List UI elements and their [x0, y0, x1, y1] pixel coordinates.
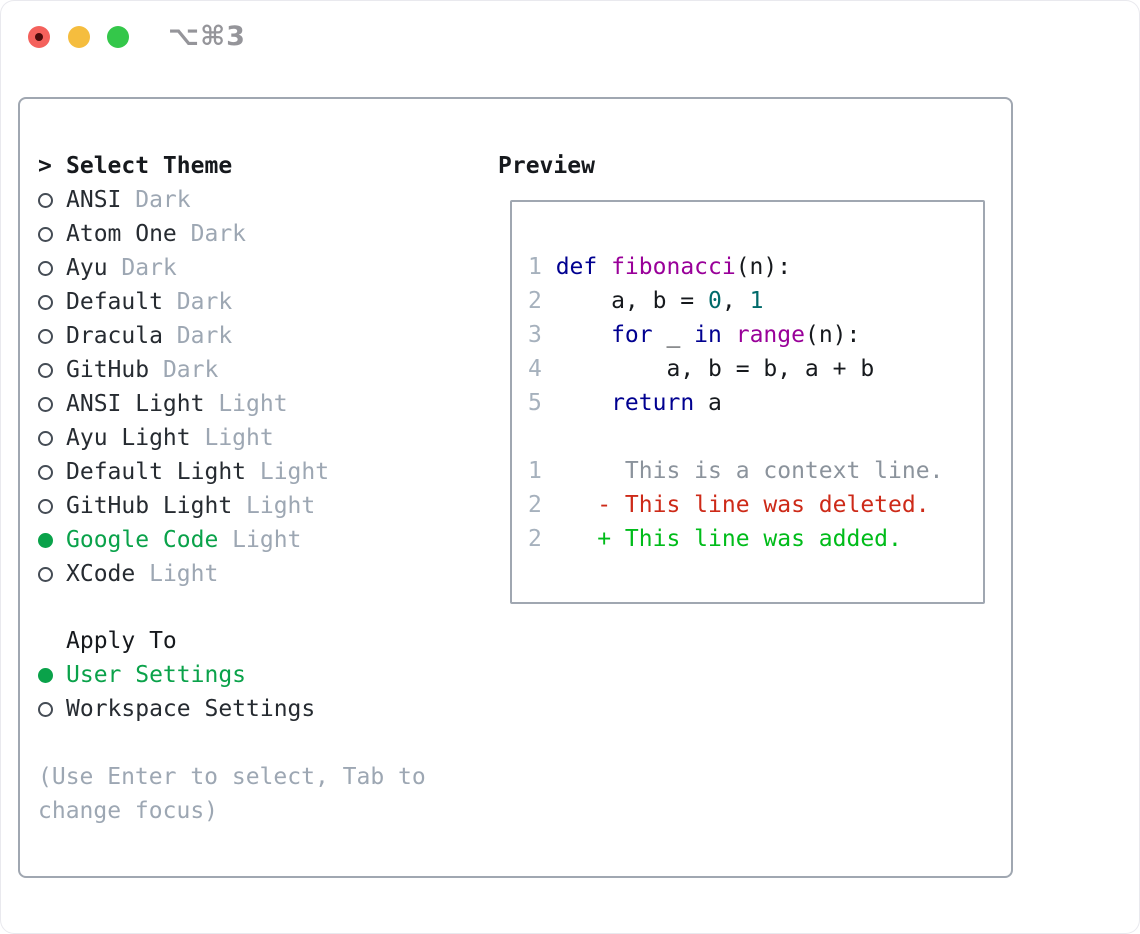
line-content: def fibonacci(n): [555, 254, 792, 280]
line-content: a, b = 0, 1 [555, 288, 764, 314]
theme-variant-label: Light [149, 561, 219, 587]
line-number: 1 [528, 254, 542, 280]
line-number: 4 [528, 356, 542, 382]
line-content: a, b = b, a + b [555, 356, 875, 382]
line-number: 2 [528, 288, 542, 314]
line-content: - This line was deleted. [555, 492, 930, 518]
window-title: ⌥⌘3 [168, 21, 246, 52]
radio-icon [38, 192, 66, 208]
radio-icon [38, 328, 66, 344]
radio-icon [38, 396, 66, 412]
theme-variant-label: Dark [162, 357, 219, 383]
radio-icon [38, 260, 66, 276]
theme-variant-label: Light [246, 493, 316, 519]
option-label: Default [66, 289, 163, 315]
line-number: 2 [528, 492, 542, 518]
line-content: return a [611, 390, 722, 416]
theme-option-ansi-light[interactable]: ANSI Light Light [38, 387, 488, 421]
theme-variant-label: Dark [176, 323, 233, 349]
line-number: 3 [528, 322, 542, 348]
theme-option-github[interactable]: GitHub Dark [38, 353, 488, 387]
apply-option-workspace-settings[interactable]: Workspace Settings [38, 692, 488, 726]
option-label: Atom One [66, 221, 177, 247]
option-label: GitHub [66, 357, 150, 383]
radio-icon [38, 566, 66, 582]
radio-icon [38, 464, 66, 480]
line-number: 2 [528, 526, 542, 552]
theme-variant-label: Dark [135, 187, 191, 213]
preview-title: Preview [498, 153, 595, 179]
radio-icon [38, 294, 66, 310]
selected-radio-icon [38, 532, 66, 548]
option-label: Workspace Settings [66, 696, 316, 722]
line-content: + This line was added. [555, 526, 902, 552]
code-line: 4 a, b = b, a + b [528, 352, 983, 386]
theme-option-ayu-light[interactable]: Ayu Light Light [38, 421, 488, 455]
radio-icon [38, 701, 66, 717]
option-label: ANSI [66, 187, 122, 213]
option-label: ANSI Light [66, 391, 205, 417]
option-label: Ayu Light [66, 425, 191, 451]
option-label: User Settings [66, 662, 247, 688]
line-content: for _ in range(n): [611, 322, 861, 348]
theme-option-atom-one[interactable]: Atom One Dark [38, 217, 488, 251]
theme-option-xcode[interactable]: XCode Light [38, 557, 488, 591]
section-gap [38, 591, 488, 624]
titlebar: ⌥⌘3 [0, 0, 1140, 72]
minimize-button[interactable] [68, 26, 90, 48]
theme-option-default[interactable]: Default Dark [38, 285, 488, 319]
focus-prompt-icon: > [38, 153, 52, 179]
code-line: 1 def fibonacci(n): [528, 250, 983, 284]
theme-variant-label: Dark [176, 289, 233, 315]
line-number [528, 420, 556, 454]
blank-line [528, 420, 983, 454]
keyboard-hint: (Use Enter to select, Tab to change focu… [38, 764, 426, 824]
line-content: This is a context line. [555, 458, 944, 484]
option-label: Dracula [66, 323, 163, 349]
theme-option-ayu[interactable]: Ayu Dark [38, 251, 488, 285]
diff-added-line: 2 + This line was added. [528, 522, 983, 556]
option-label: Google Code [66, 527, 219, 553]
theme-option-dracula[interactable]: Dracula Dark [38, 319, 488, 353]
radio-icon [38, 430, 66, 446]
line-number: 1 [528, 458, 542, 484]
option-label: Default Light [66, 459, 247, 485]
theme-option-github-light[interactable]: GitHub Light Light [38, 489, 488, 523]
close-button[interactable] [28, 26, 50, 48]
code-line: 2 a, b = 0, 1 [528, 284, 983, 318]
radio-icon [38, 226, 66, 242]
theme-option-default-light[interactable]: Default Light Light [38, 455, 488, 489]
zoom-button[interactable] [107, 26, 129, 48]
apply-option-user-settings[interactable]: User Settings [38, 658, 488, 692]
line-number: 5 [528, 390, 542, 416]
code-line: 3 for _ in range(n): [528, 318, 983, 352]
theme-variant-label: Light [232, 527, 302, 553]
select-theme-header: > Select Theme [38, 149, 488, 183]
theme-variant-label: Dark [190, 221, 247, 247]
theme-variant-label: Light [218, 391, 288, 417]
apply-to-title: Apply To [66, 628, 177, 654]
select-theme-title: Select Theme [66, 153, 233, 179]
diff-deleted-line: 2 - This line was deleted. [528, 488, 983, 522]
radio-icon [38, 362, 66, 378]
selected-radio-icon [38, 667, 66, 683]
theme-variant-label: Dark [121, 255, 177, 281]
diff-context-line: 1 This is a context line. [528, 454, 983, 488]
theme-option-ansi[interactable]: ANSI Dark [38, 183, 488, 217]
option-label: GitHub Light [66, 493, 233, 519]
theme-variant-label: Light [204, 425, 274, 451]
option-label: Ayu [66, 255, 108, 281]
theme-variant-label: Light [259, 459, 330, 485]
apply-to-header: Apply To [38, 624, 488, 658]
theme-option-google-code[interactable]: Google Code Light [38, 523, 488, 557]
radio-icon [38, 498, 66, 514]
option-label: XCode [66, 561, 136, 587]
code-line: 5 return a [528, 386, 983, 420]
